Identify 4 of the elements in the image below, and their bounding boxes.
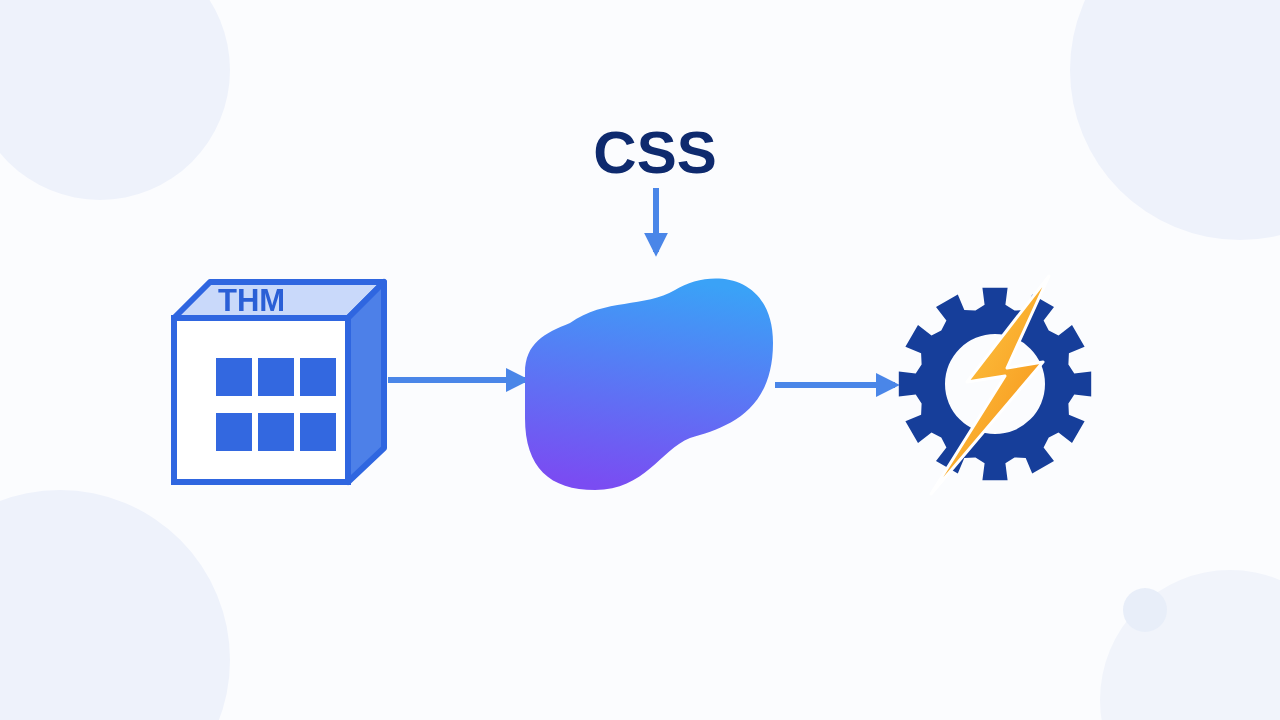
table-label: THM: [218, 285, 286, 316]
heading-label: CSS: [575, 118, 735, 188]
arrow: [644, 188, 668, 257]
arrow: [775, 373, 900, 397]
